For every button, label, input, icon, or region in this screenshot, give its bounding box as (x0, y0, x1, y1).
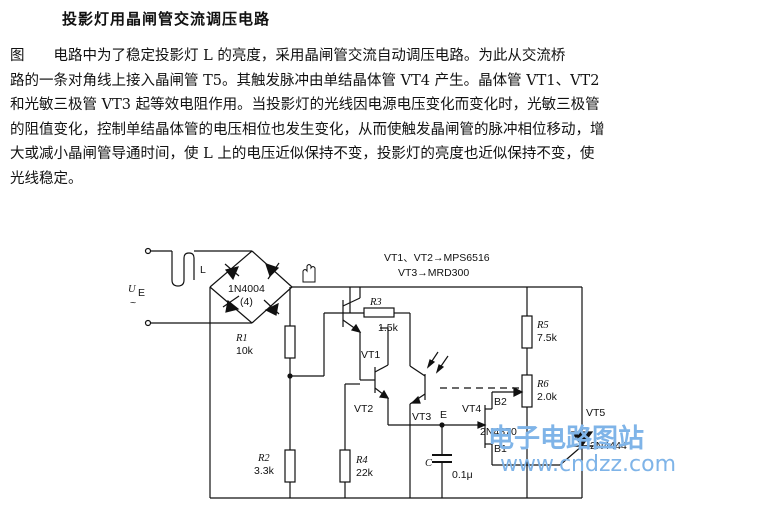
b2-label: B2 (494, 396, 507, 408)
vt5-label: VT5 (586, 407, 605, 419)
transistor-vt2 (374, 364, 390, 399)
lamp (171, 250, 252, 287)
vt2-label: VT2 (354, 403, 373, 415)
resistor-r5 (521, 315, 533, 349)
paragraph-line: 大或减小晶闸管导通时间，使 L 上的电压近似保持不变，投影灯的亮度也近似保持不变… (10, 146, 595, 162)
phototransistor-vt3 (409, 313, 449, 498)
r3-label: R3 (369, 297, 382, 308)
thyristor-vt5 (559, 431, 594, 466)
r4-value: 22k (356, 467, 374, 479)
r1-value: 10k (236, 345, 254, 357)
watermark-url: www.cndzz.com (500, 452, 677, 477)
vt5-part: 2N4444 (590, 440, 627, 452)
page-title: 投影灯用晶闸管交流调压电路 (62, 10, 271, 28)
r2-value: 3.3k (254, 465, 275, 477)
vt3-label: VT3 (412, 411, 431, 423)
paragraph-line: 图 电路中为了稳定投影灯 L 的亮度，采用晶闸管交流自动调压电路。为此从交流桥 (10, 48, 566, 64)
watermark-title: 电子电路图站 (488, 424, 645, 454)
paragraph-line: 和光敏三极管 VT3 起等效电阻作用。当投影灯的光线因电源电压变化而变化时，光敏… (10, 97, 600, 113)
resistor-r1 (284, 325, 296, 359)
transistor-note-2: VT3→MRD300 (398, 267, 469, 279)
potentiometer-r6 (521, 374, 533, 408)
bridge-count: (4) (240, 296, 253, 308)
lamp-label: L (200, 264, 206, 276)
vt4-part: 2N4870 (480, 426, 517, 438)
paragraph-line: 光线稳定。 (10, 170, 83, 187)
r6-value: 2.0k (537, 391, 558, 403)
transistor-vt1 (342, 297, 362, 333)
capacitor-label: C (425, 458, 433, 469)
r5-value: 7.5k (537, 332, 558, 344)
bridge-part: 1N4004 (228, 283, 265, 295)
vt1-label: VT1 (361, 349, 380, 361)
vt4-label: VT4 (462, 403, 481, 415)
hand-cursor-icon (302, 264, 316, 283)
resistor-r3 (363, 307, 395, 318)
b1-label: B1 (494, 443, 507, 455)
ac-input (144, 247, 252, 327)
r2-label: R2 (257, 453, 270, 464)
paragraph-line: 的阻值变化，控制单结晶体管的电压相位也发生变化，从而使触发晶闸管的脉冲相位移动，… (10, 121, 605, 138)
r4-label: R4 (355, 455, 368, 466)
ujt-vt4 (470, 391, 530, 466)
supply-subscript: E (138, 287, 145, 299)
capacitor-value: 0.1μ (452, 469, 473, 481)
emitter-label: E (440, 409, 447, 421)
r1-label: R1 (235, 333, 248, 344)
description-paragraph: 图 电路中为了稳定投影灯 L 的亮度，采用晶闸管交流自动调压电路。为此从交流桥 … (10, 44, 758, 191)
resistor-r4 (339, 449, 351, 483)
paragraph-line: 路的一条对角线上接入晶闸管 T5。其触发脉冲由单结晶体管 VT4 产生。晶体管 … (10, 72, 600, 89)
supply-label: U (128, 284, 137, 295)
resistor-r2 (284, 449, 296, 483)
transistor-note-1: VT1、VT2→MPS6516 (384, 252, 490, 264)
r6-label: R6 (536, 379, 549, 390)
r5-label: R5 (536, 320, 549, 331)
diode-bridge (209, 250, 293, 324)
supply-tilde: ~ (130, 297, 136, 309)
